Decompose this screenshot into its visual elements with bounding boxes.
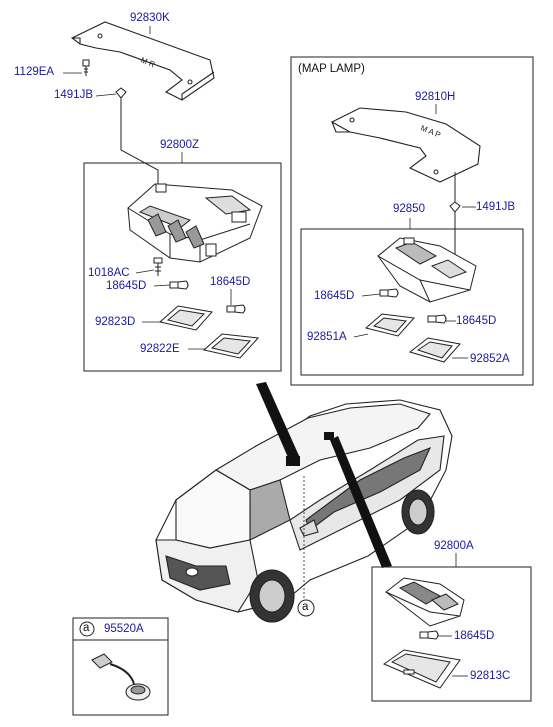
part-label-92852a[interactable]: 92852A bbox=[470, 353, 510, 365]
part-label-92810h[interactable]: 92810H bbox=[415, 91, 456, 103]
bulb-18645d-icon bbox=[169, 280, 189, 290]
lens-92822e-icon bbox=[202, 333, 260, 359]
part-label-18645d[interactable]: 18645D bbox=[314, 290, 355, 302]
clip-1491jb-icon bbox=[449, 201, 461, 213]
clip-1491jb-icon bbox=[115, 87, 127, 99]
part-label-92850[interactable]: 92850 bbox=[393, 203, 425, 215]
leader-lines-box-92850 bbox=[353, 293, 468, 359]
part-label-92800a[interactable]: 92800A bbox=[434, 540, 474, 552]
circle-a-marker bbox=[297, 599, 315, 617]
box-92800z bbox=[83, 162, 282, 372]
leader-lines-upper-left bbox=[63, 26, 183, 163]
part-label-92851a[interactable]: 92851A bbox=[307, 331, 347, 343]
map-lamp-box bbox=[290, 56, 534, 386]
part-label-1491jb-right[interactable]: 1491JB bbox=[476, 201, 516, 213]
part-label-1018ac[interactable]: 1018AC bbox=[88, 267, 130, 279]
box-95520a bbox=[72, 617, 169, 716]
bracket-92810h: M A P bbox=[330, 107, 481, 183]
room-lamp-92800a bbox=[385, 577, 465, 627]
bulb-18645d-icon bbox=[419, 630, 439, 640]
lens-92851a-icon bbox=[364, 313, 416, 337]
circle-a-label: a bbox=[302, 601, 309, 613]
part-label-92813c[interactable]: 92813C bbox=[470, 670, 511, 682]
box-92800a bbox=[371, 566, 532, 702]
wire bbox=[120, 98, 159, 186]
leader-lines-box-92800z bbox=[135, 269, 232, 350]
screw-1129ea-icon bbox=[82, 59, 90, 76]
part-label-92830k[interactable]: 92830K bbox=[130, 12, 170, 24]
room-lamp-marker bbox=[286, 456, 300, 466]
map-lamp-title: (MAP LAMP) bbox=[298, 63, 365, 75]
pointer-beam-room-lamp bbox=[256, 382, 300, 462]
screw-1018ac-icon bbox=[153, 257, 163, 276]
part-label-18645d[interactable]: 18645D bbox=[106, 280, 147, 292]
part-label-92800z[interactable]: 92800Z bbox=[160, 139, 200, 151]
map-lamp-marker bbox=[324, 432, 334, 440]
bracket-92830k: M R bbox=[70, 21, 215, 101]
part-label-18645d[interactable]: 18645D bbox=[456, 315, 497, 327]
map-lamp-92850 bbox=[377, 237, 477, 303]
sensor-95520a-icon bbox=[91, 653, 151, 701]
circle-a-icon bbox=[79, 621, 95, 637]
room-lamp-92800z bbox=[127, 183, 263, 263]
part-label-1491jb-left[interactable]: 1491JB bbox=[54, 89, 94, 101]
lens-92852a-icon bbox=[408, 337, 461, 363]
leader-lines-map-upper bbox=[409, 104, 476, 229]
bulb-18645d-icon bbox=[427, 314, 447, 324]
part-label-18645d[interactable]: 18645D bbox=[454, 630, 495, 642]
bulb-18645d-icon bbox=[226, 304, 246, 314]
lens-92823d-icon bbox=[158, 305, 213, 331]
part-label-1129ea[interactable]: 1129EA bbox=[14, 66, 55, 78]
part-label-18645d[interactable]: 18645D bbox=[210, 276, 251, 288]
part-label-92823d[interactable]: 92823D bbox=[95, 316, 136, 328]
pointer-beam-map-lamp bbox=[330, 436, 392, 568]
part-label-95520a[interactable]: 95520A bbox=[104, 623, 144, 635]
leader-lines-box-92800a bbox=[438, 635, 468, 677]
circle-a-label: a bbox=[83, 622, 90, 634]
lens-92813c-icon bbox=[382, 649, 461, 689]
box-92850 bbox=[300, 228, 524, 376]
bulb-18645d-icon bbox=[379, 288, 399, 298]
part-label-92822e[interactable]: 92822E bbox=[140, 343, 180, 355]
